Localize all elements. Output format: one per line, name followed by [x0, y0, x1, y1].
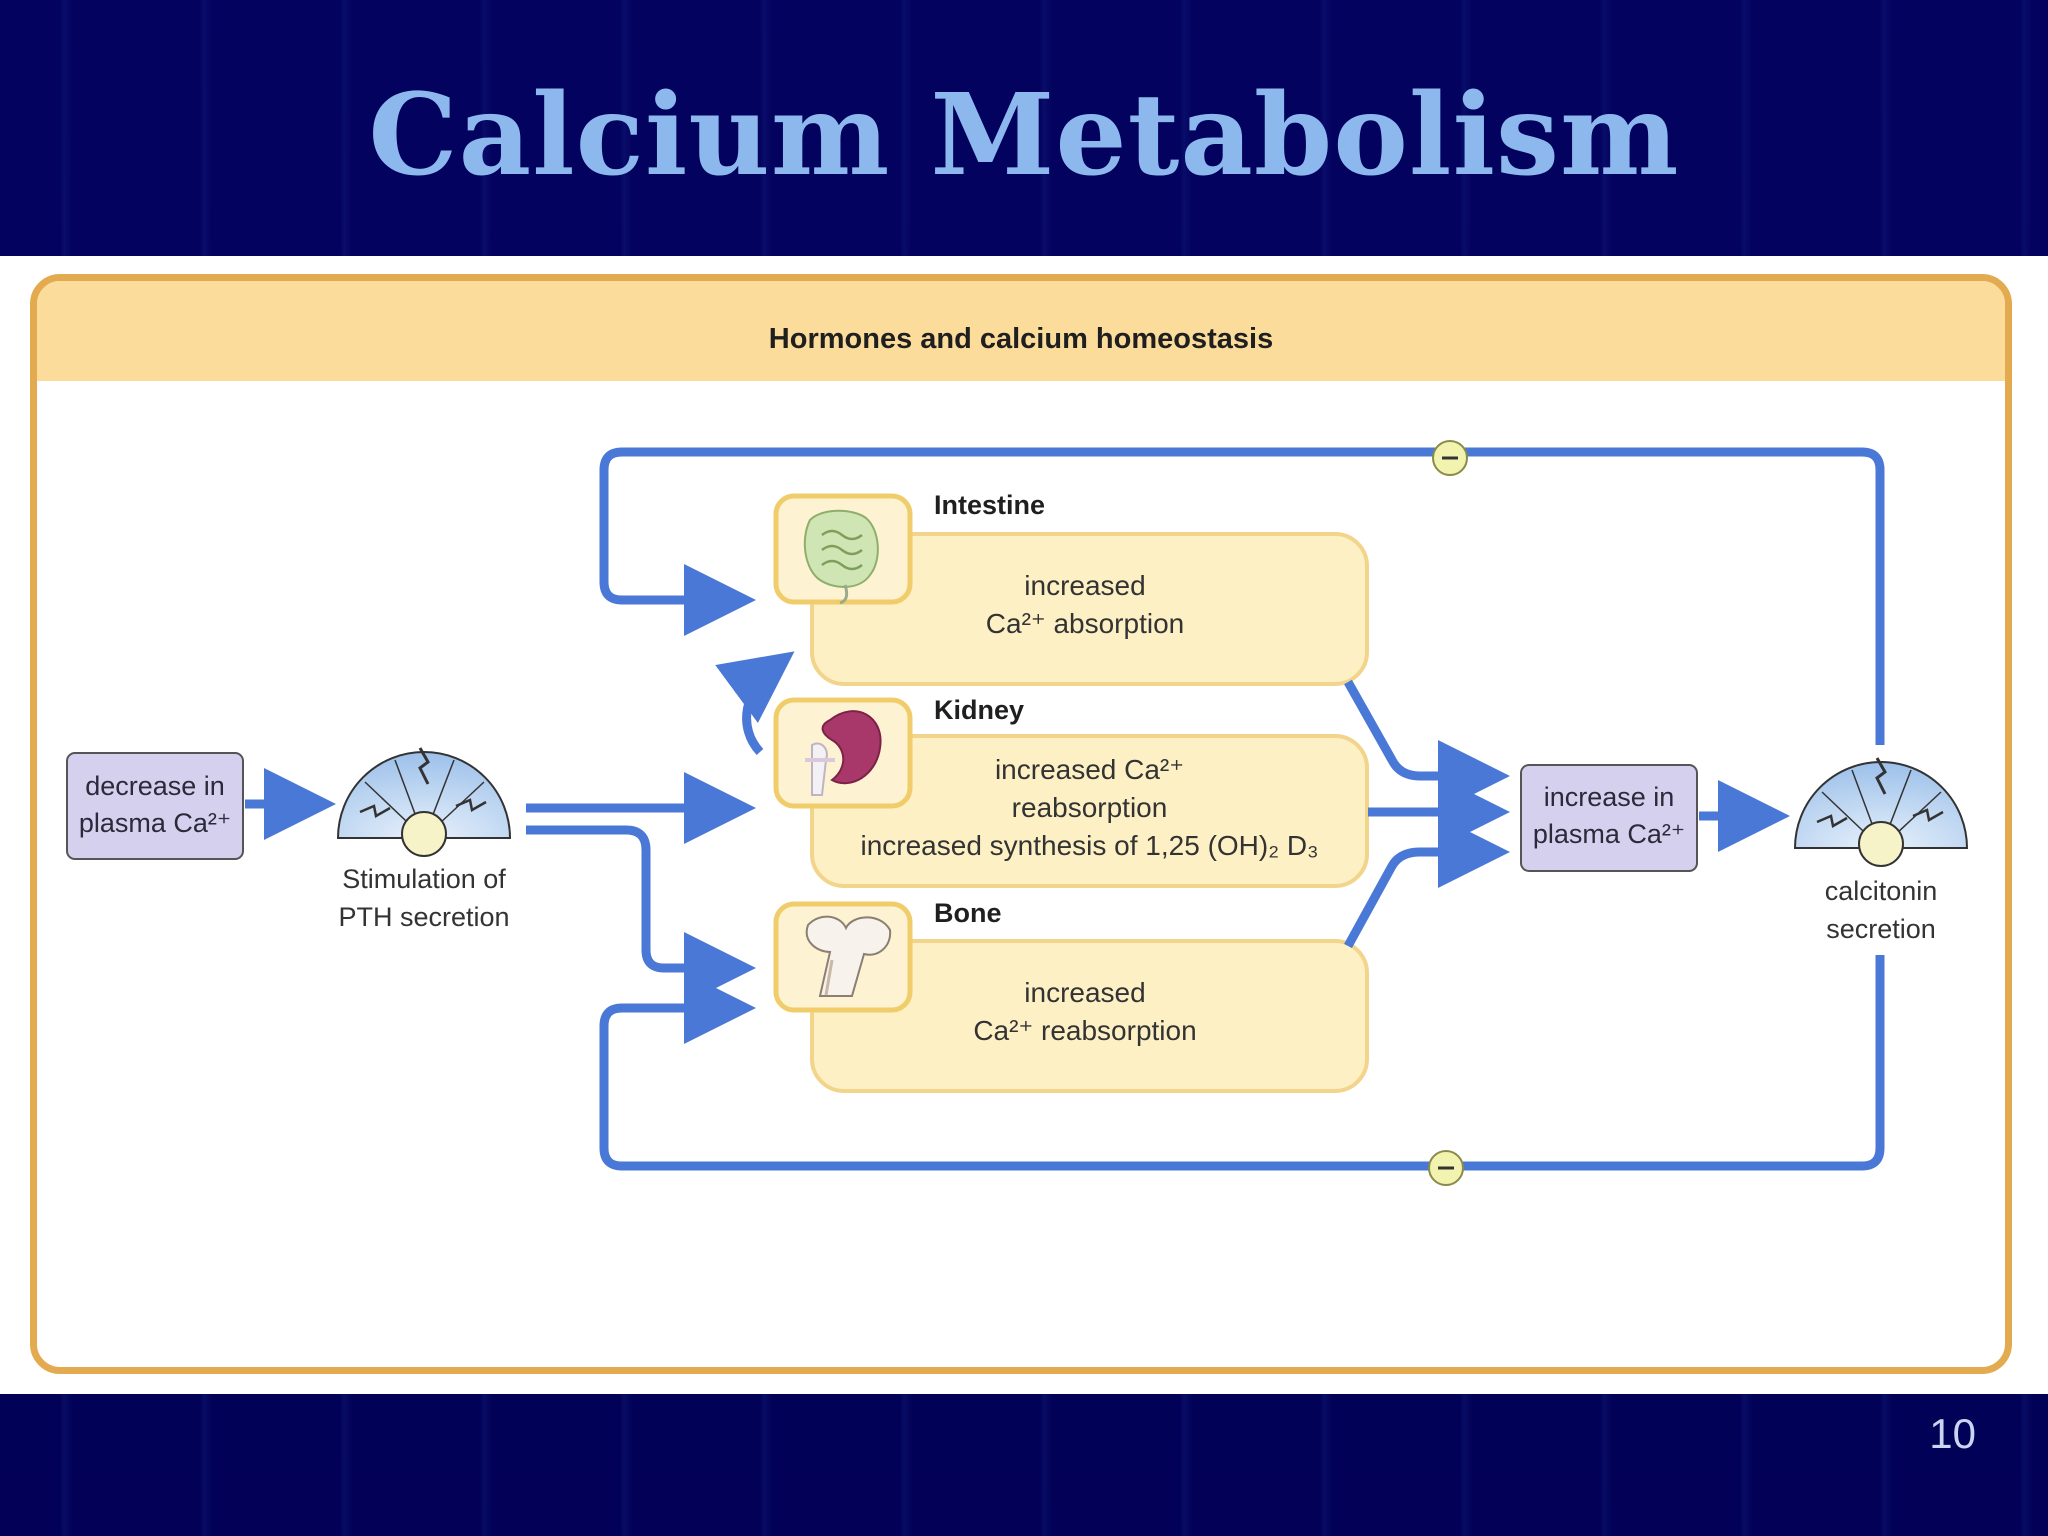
intestine-effect-line-2: Ca²⁺ absorption [985, 608, 1185, 639]
increase-plasma-line-1: increase in [1543, 782, 1675, 812]
top-feedback-arrow [599, 447, 1885, 745]
kidney-effect-line-2: reabsorption [1011, 792, 1168, 823]
decrease-plasma-line-1: decrease in [85, 771, 225, 801]
intestine-icon [803, 509, 879, 605]
kidney-box [810, 734, 1369, 888]
bone-effect-line-2: Ca²⁺ reabsorption [973, 1015, 1197, 1046]
increase-plasma-label: increase in plasma Ca²⁺ [1521, 779, 1697, 853]
kidney-name: Kidney [934, 695, 1025, 725]
inhibition-symbol-top [1432, 440, 1468, 476]
page-number: 10 [1929, 1410, 1976, 1457]
intestine-effect: increased Ca²⁺ absorption [900, 567, 1270, 643]
inhibition-symbol-bottom [1428, 1150, 1464, 1186]
pth-label-line-1: Stimulation of [342, 864, 506, 894]
bottom-feedback-arrow [599, 955, 1885, 1171]
calcitonin-label-line-2: secretion [1826, 914, 1936, 944]
arrow-intestine-to-plasma [1344, 679, 1510, 812]
bone-effect: increased Ca²⁺ reabsorption [900, 974, 1270, 1050]
intestine-name: Intestine [934, 490, 1046, 520]
kidney-effect-line-3: increased synthesis of 1,25 (OH)₂ D₃ [860, 830, 1319, 861]
increase-plasma-box [1520, 764, 1698, 872]
figure-title: Hormones and calcium homeostasis [768, 323, 1274, 355]
figure-header-band [37, 281, 2005, 381]
arrow-pth-to-bone [526, 825, 756, 1004]
kidney-effect-line-1: increased Ca²⁺ [994, 754, 1185, 785]
pth-label-line-2: PTH secretion [338, 902, 510, 932]
arrow-bone-to-plasma [1344, 816, 1510, 949]
calcitonin-label-line-1: calcitonin [1824, 876, 1938, 906]
increase-plasma-line-2: plasma Ca²⁺ [1532, 819, 1686, 849]
pth-label: Stimulation of PTH secretion [314, 860, 534, 936]
decrease-plasma-box [66, 752, 244, 860]
intestine-effect-line-1: increased [1024, 570, 1146, 601]
arrow-kidney-to-intestine [715, 651, 795, 756]
calcitonin-gland-icon [1793, 757, 1969, 867]
intestine-box [810, 532, 1369, 686]
decrease-plasma-label: decrease in plasma Ca²⁺ [67, 768, 243, 842]
kidney-icon [805, 710, 882, 796]
decrease-plasma-line-2: plasma Ca²⁺ [78, 808, 232, 838]
bone-effect-line-1: increased [1024, 977, 1146, 1008]
calcitonin-label: calcitonin secretion [1781, 872, 1981, 948]
kidney-effect: increased Ca²⁺ reabsorption increased sy… [812, 751, 1367, 865]
bone-icon [805, 915, 892, 997]
slide-title: Calcium Metabolism [368, 70, 1680, 201]
pth-gland-icon [336, 747, 512, 857]
bone-box [810, 939, 1369, 1093]
bone-name: Bone [934, 898, 1002, 928]
